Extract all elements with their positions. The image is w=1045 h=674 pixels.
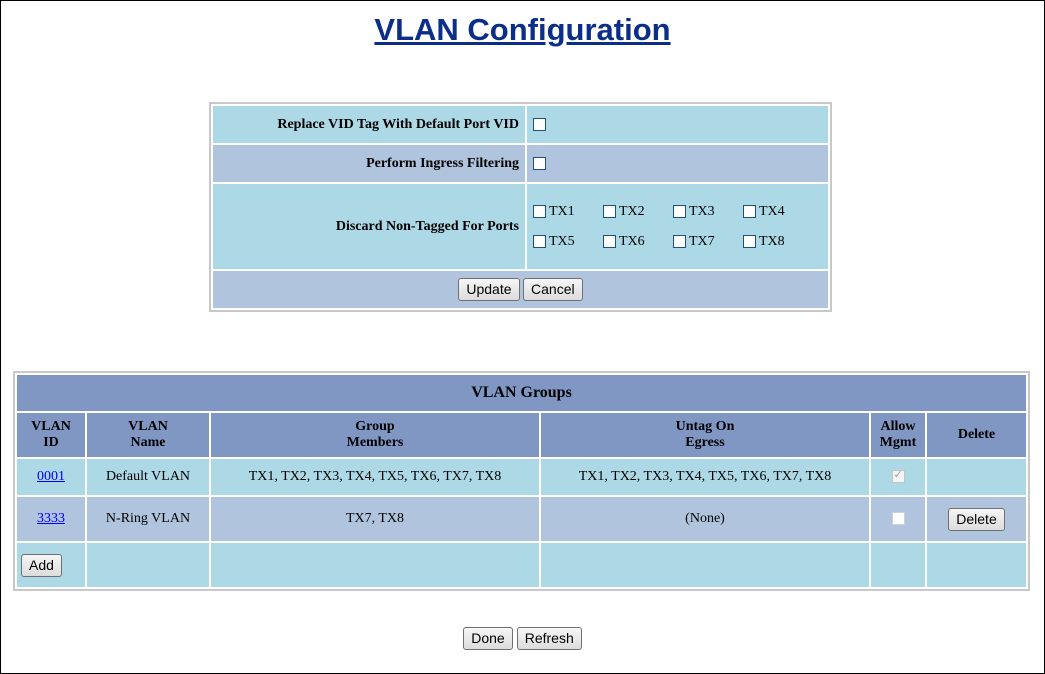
untag-egress-cell: (None): [541, 497, 869, 541]
allow-mgmt-checkbox: [891, 468, 905, 484]
add-vlan-button[interactable]: Add: [21, 553, 62, 577]
col-header-vlan-name-line1: VLAN: [128, 419, 168, 434]
config-buttons-row: Update Cancel: [213, 271, 828, 308]
refresh-button[interactable]: Refresh: [516, 627, 582, 650]
vlan-config-table: Replace VID Tag With Default Port VID Pe…: [209, 102, 832, 312]
col-header-delete: Delete: [927, 413, 1026, 457]
port-tx1: TX1: [533, 204, 603, 220]
empty-cell: [211, 543, 539, 587]
ingress-filter-cell: [527, 145, 828, 182]
port-tx8-checkbox[interactable]: [743, 234, 756, 248]
vlan-id-cell: 3333: [17, 497, 85, 541]
port-tx7: TX7: [673, 234, 743, 250]
untag-egress-cell: TX1, TX2, TX3, TX4, TX5, TX6, TX7, TX8: [541, 459, 869, 495]
page-title: VLAN Configuration: [374, 12, 671, 47]
port-tx5: TX5: [533, 234, 603, 250]
footer-buttons: Done Refresh: [0, 627, 1045, 650]
col-header-vlan-id-line2: ID: [43, 435, 59, 450]
discard-non-tagged-label: Discard Non-Tagged For Ports: [213, 184, 525, 269]
col-header-allow-mgmt-line1: Allow: [880, 419, 916, 434]
delete-cell: [927, 459, 1026, 495]
replace-vid-label: Replace VID Tag With Default Port VID: [213, 106, 525, 143]
table-row: 3333 N-Ring VLAN TX7, TX8 (None) Delete: [17, 497, 1026, 541]
port-tx4-checkbox[interactable]: [743, 204, 756, 218]
ingress-filter-checkbox[interactable]: [533, 156, 546, 170]
port-tx2-label: TX2: [619, 203, 645, 219]
vlan-id-link[interactable]: 0001: [37, 469, 65, 484]
col-header-group-members-line2: Members: [346, 435, 404, 450]
port-tx7-label: TX7: [689, 233, 715, 249]
empty-cell: [87, 543, 209, 587]
port-tx2: TX2: [603, 204, 673, 220]
port-tx1-label: TX1: [549, 203, 575, 219]
delete-vlan-button[interactable]: Delete: [948, 507, 1005, 531]
replace-vid-cell: [527, 106, 828, 143]
allow-mgmt-cell: [871, 459, 925, 495]
port-tx8-label: TX8: [759, 233, 785, 249]
discard-ports-cell: TX1 TX2 TX3 TX4 TX5 TX6 TX7 TX8: [527, 184, 828, 269]
allow-mgmt-checkbox[interactable]: [891, 512, 905, 526]
port-tx1-checkbox[interactable]: [533, 204, 546, 218]
port-tx6-checkbox[interactable]: [603, 234, 616, 248]
ports-row-1: TX1 TX2 TX3 TX4: [533, 204, 822, 220]
group-members-cell: TX1, TX2, TX3, TX4, TX5, TX6, TX7, TX8: [211, 459, 539, 495]
port-tx8: TX8: [743, 234, 813, 250]
port-tx6: TX6: [603, 234, 673, 250]
allow-mgmt-cell: [871, 497, 925, 541]
col-header-untag-line2: Egress: [685, 435, 725, 450]
vlan-groups-title: VLAN Groups: [17, 375, 1026, 411]
empty-cell: [871, 543, 925, 587]
port-tx6-label: TX6: [619, 233, 645, 249]
col-header-vlan-name-line2: Name: [130, 435, 166, 450]
empty-cell: [541, 543, 869, 587]
empty-cell: [927, 543, 1026, 587]
port-tx3-checkbox[interactable]: [673, 204, 686, 218]
table-row: 0001 Default VLAN TX1, TX2, TX3, TX4, TX…: [17, 459, 1026, 495]
group-members-cell: TX7, TX8: [211, 497, 539, 541]
cancel-button[interactable]: Cancel: [523, 278, 583, 301]
update-button[interactable]: Update: [458, 278, 520, 301]
ports-row-2: TX5 TX6 TX7 TX8: [533, 234, 822, 250]
col-header-group-members-line1: Group: [355, 419, 395, 434]
port-tx3-label: TX3: [689, 203, 715, 219]
vlan-id-link[interactable]: 3333: [37, 511, 65, 526]
port-tx5-checkbox[interactable]: [533, 234, 546, 248]
replace-vid-checkbox[interactable]: [533, 117, 546, 131]
ingress-filter-label: Perform Ingress Filtering: [213, 145, 525, 182]
port-tx7-checkbox[interactable]: [673, 234, 686, 248]
delete-cell: Delete: [927, 497, 1026, 541]
col-header-vlan-id-line1: VLAN: [31, 419, 71, 434]
done-button[interactable]: Done: [463, 627, 513, 650]
port-tx4: TX4: [743, 204, 813, 220]
vlan-name-cell: Default VLAN: [87, 459, 209, 495]
add-cell: Add: [17, 543, 85, 587]
col-header-allow-mgmt-line2: Mgmt: [879, 435, 917, 450]
table-row: Add: [17, 543, 1026, 587]
vlan-name-cell: N-Ring VLAN: [87, 497, 209, 541]
port-tx5-label: TX5: [549, 233, 575, 249]
col-header-untag-line1: Untag On: [675, 419, 735, 434]
port-tx3: TX3: [673, 204, 743, 220]
vlan-id-cell: 0001: [17, 459, 85, 495]
port-tx2-checkbox[interactable]: [603, 204, 616, 218]
port-tx4-label: TX4: [759, 203, 785, 219]
